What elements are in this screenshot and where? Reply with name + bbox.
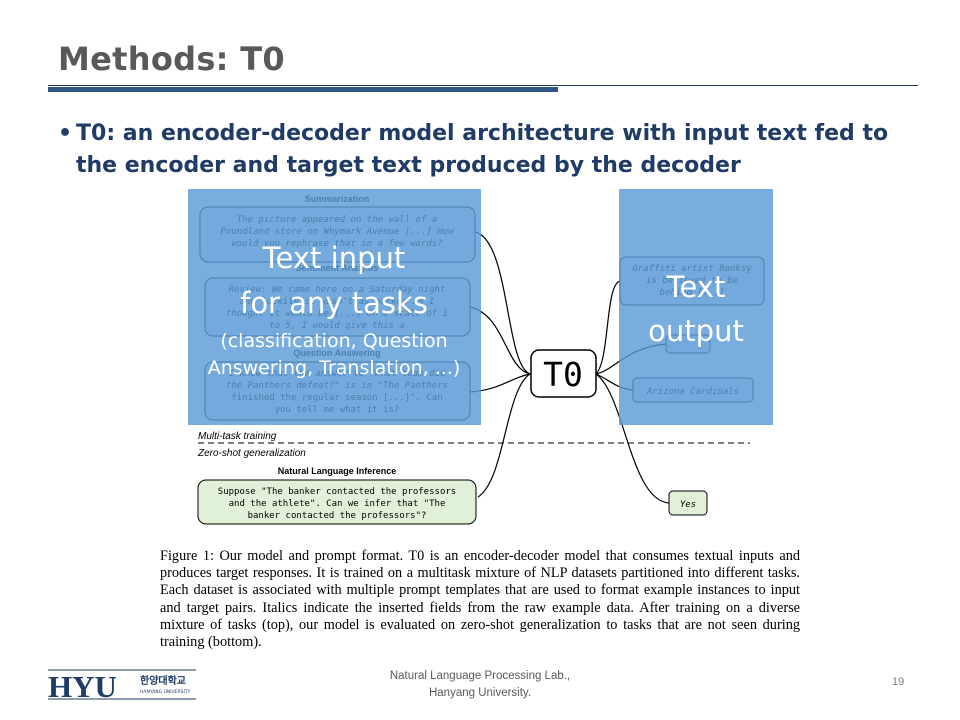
bullet-point: • T0: an encoder-decoder model architect… [58, 118, 918, 182]
sentiment-line-4: to 5, I would give this a [269, 321, 404, 331]
title-accent-bar [48, 87, 558, 92]
sentiment-line-3: thought it would be [...] On a scale of … [226, 309, 448, 319]
logo-letters: HYU [48, 669, 117, 702]
arizona-output-box [632, 377, 754, 403]
slide-title: Methods: T0 [58, 40, 285, 78]
yes-output-text: Yes [680, 500, 696, 510]
input-overlay-line-1: Text input [262, 241, 405, 275]
t0-model-box [530, 349, 597, 398]
output-overlay-line-1: Text [666, 270, 726, 304]
qa-line-3: finished the regular season [...]". Can [231, 393, 442, 403]
graffiti-output-box [619, 256, 765, 306]
hanyang-logo-mark: HYU 한양대학교 HANYANG UNIVERSITY [48, 669, 196, 704]
qa-input-box [204, 361, 471, 421]
input-overlay-line-3: (classification, Question [220, 330, 447, 352]
zeroshot-label: Zero-shot generalization [197, 448, 306, 459]
connector-sentiment [469, 306, 531, 375]
multitask-label: Multi-task training [198, 431, 277, 442]
nli-line-3: banker contacted the professors"? [248, 511, 427, 521]
input-overlay [188, 189, 481, 425]
output-overlay [619, 189, 773, 425]
sentiment-line-1: Review: We came here on a Saturday night [229, 285, 446, 295]
arizona-output-text: Arizona Cardinals [646, 387, 739, 397]
footer-lab-line-1: Natural Language Processing Lab., [389, 670, 571, 682]
nli-header: Natural Language Inference [278, 466, 397, 476]
connector-graffiti [595, 280, 621, 375]
qa-line-1: I know that the answer to "What team did [229, 369, 446, 379]
yes-output-box [668, 490, 708, 516]
summarization-header: Summarization [305, 194, 370, 204]
connector-qa [469, 373, 531, 393]
sentiment-input-box [204, 277, 471, 337]
graffiti-line-1: Graffiti artist Banksy [632, 264, 752, 274]
bullet-text: T0: an encoder-decoder model architectur… [76, 121, 889, 178]
footer-lab-line-2: Hanyang University. [428, 687, 532, 699]
logo-english: HANYANG UNIVERSITY [140, 689, 191, 695]
summarization-line-2: Poundland store on Whymark Avenue [...] … [221, 227, 455, 237]
qa-line-4: you tell me what it is? [275, 405, 400, 415]
summarization-line-3: would you rephrase that in a few words? [231, 239, 442, 249]
qa-header: Question Answering [293, 348, 380, 358]
connector-sentiment-out [595, 343, 667, 375]
page-number: 19 [892, 676, 905, 688]
sentiment-output-box [665, 334, 711, 354]
connector-nli [477, 373, 531, 498]
title-divider [48, 85, 918, 86]
nli-line-1: Suppose "The banker contacted the profes… [218, 487, 456, 497]
summarization-input-box [199, 206, 476, 263]
graffiti-line-2: is believed to be [646, 276, 738, 286]
footer-lab: Natural Language Processing Lab., Hanyan… [360, 668, 600, 702]
summarization-line-1: The picture appeared on the wall of a [237, 215, 437, 225]
input-overlay-line-2: for any tasks [240, 286, 428, 320]
connector-arizona [595, 373, 634, 391]
sentiment-line-2: and luckily it wasn't as packed as I [239, 297, 435, 307]
connector-lines [469, 231, 670, 504]
graffiti-line-3: behind [...] [659, 288, 724, 298]
bullet-dot-icon: • [58, 121, 73, 146]
input-overlay-line-4: Answering, Translation, ...) [208, 357, 461, 379]
connector-yes [595, 373, 670, 504]
t0-model-label: T0 [543, 355, 583, 394]
output-overlay-line-2: output [648, 314, 744, 348]
hanyang-logo: HYU 한양대학교 HANYANG UNIVERSITY [48, 668, 198, 707]
figure-caption: Figure 1: Our model and prompt format. T… [160, 548, 800, 651]
nli-line-2: and the athlete". Can we infer that "The [229, 499, 446, 509]
nli-input-box [197, 479, 477, 525]
connector-summarization [474, 231, 531, 375]
qa-line-2: the Panthers defeat?" is in "The Panther… [226, 381, 448, 391]
logo-korean: 한양대학교 [140, 674, 186, 687]
sentiment-header: Sentiment Analysis [296, 263, 379, 273]
